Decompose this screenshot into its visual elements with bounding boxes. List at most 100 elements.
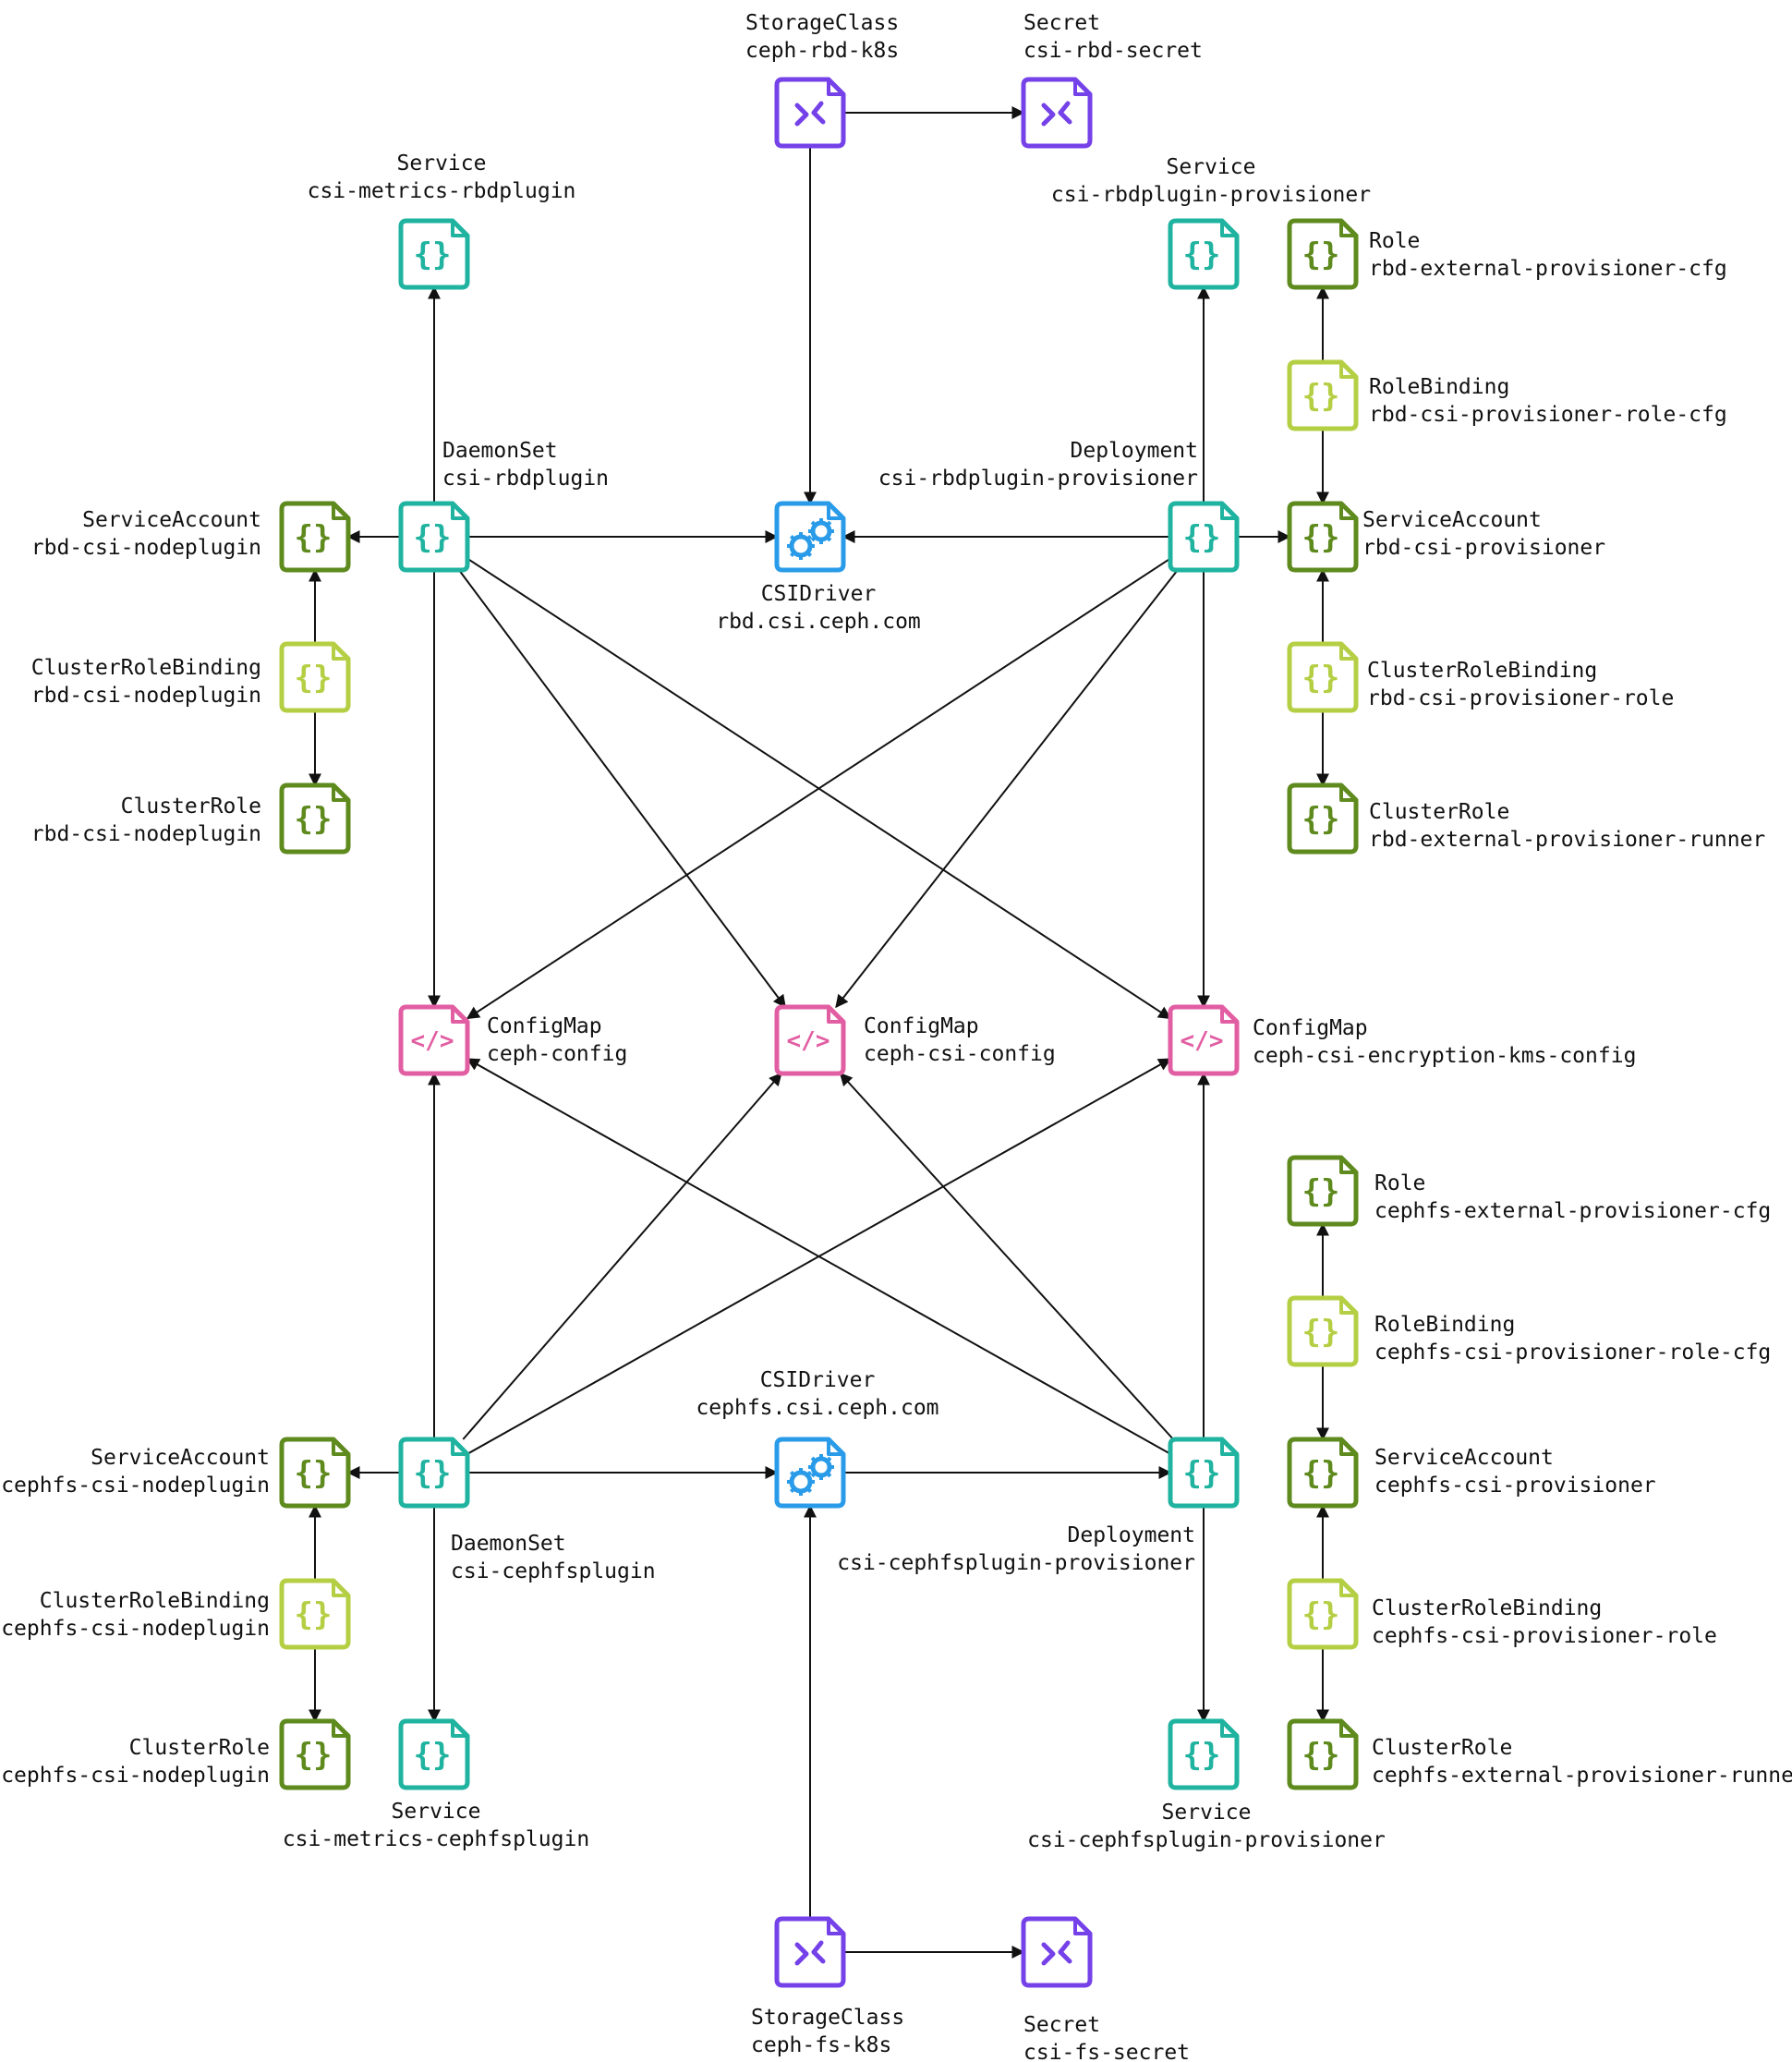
fold-corner [827,79,843,96]
node-name-label: csi-fs-secret [1023,2041,1190,2062]
glyph: {} [295,801,333,838]
gear-glyph [808,1454,834,1480]
node-name-label: rbd.csi.ceph.com [716,610,921,634]
code-icon [398,1004,470,1076]
clusterrole-icon [279,782,351,855]
glyph [1041,1940,1072,1966]
deployment-icon [1168,501,1240,573]
glyph: {} [295,1737,333,1774]
edge-ds_rbd-to-cm_csi [458,569,786,1009]
node-kind-label: Service [397,152,487,176]
node-kind-label: CSIDriver [761,582,877,606]
edge-ds_fs-to-cm_csi [462,1072,782,1440]
gear-glyph [808,518,834,544]
node-name-label: ceph-fs-k8s [751,2033,891,2057]
fold-corner [451,1721,467,1738]
edge-dep_fs-to-cm_csi [839,1072,1174,1440]
clusterrole-icon [279,1718,351,1790]
node-crb_fs_prov[interactable]: {}ClusterRoleBindingcephfs-csi-provision… [1287,1578,1717,1650]
fold-corner [332,1439,348,1456]
serviceaccount-icon [1287,1437,1359,1509]
glyph: {} [1302,1737,1340,1774]
glyph: {} [414,1455,452,1492]
fold-corner [1339,1439,1356,1456]
glyph: {} [1183,237,1221,273]
glyph: {} [1302,801,1340,838]
node-cr_rbd_node[interactable]: {} ClusterRole rbd-csi-nodeplugin [31,782,351,855]
node-rb_rbd[interactable]: {}RoleBindingrbd-csi-provisioner-role-cf… [1287,359,1727,431]
fold-corner [1339,1721,1356,1738]
glyph: </> [787,1027,830,1055]
fold-corner [451,503,467,520]
node-name-label: cephfs-csi-provisioner [1374,1474,1656,1498]
node-crb_rbd_prov[interactable]: {}ClusterRoleBindingrbd-csi-provisioner-… [1287,641,1674,713]
serviceaccount-icon [1287,501,1359,573]
fold-corner [1339,644,1356,661]
node-kind-label: ClusterRoleBinding [1372,1596,1602,1620]
node-name-label: rbd-csi-nodeplugin [31,536,261,560]
glyph [794,101,826,127]
node-kind-label: RoleBinding [1374,1313,1515,1337]
node-name-label: ceph-config [487,1042,627,1066]
glyph: {} [1302,660,1340,697]
node-kind-label: ClusterRoleBinding [40,1589,270,1613]
node-cr_fs_prov[interactable]: {}ClusterRolecephfs-external-provisioner… [1287,1718,1792,1790]
node-cm_kms[interactable]: </>ConfigMapceph-csi-encryption-kms-conf… [1168,1004,1636,1076]
edge-layer [309,106,1329,1959]
node-kind-label: DaemonSet [442,439,558,463]
node-name-label: rbd-csi-provisioner-role [1367,686,1674,710]
node-name-label: rbd-csi-nodeplugin [31,822,261,846]
node-cr_rbd_prov[interactable]: {}ClusterRolerbd-external-provisioner-ru… [1287,782,1765,855]
glyph: {} [295,1455,333,1492]
daemonset-icon [398,501,470,573]
node-name-label: csi-rbdplugin-provisioner [878,467,1198,491]
fold-corner [1339,1158,1356,1174]
clusterrolebinding-icon [279,1578,351,1650]
rolebinding-icon [1287,359,1359,431]
fold-corner [451,1439,467,1456]
node-rb_fs[interactable]: {}RoleBindingcephfs-csi-provisioner-role… [1287,1295,1771,1367]
node-kind-label: ClusterRole [121,794,261,819]
node-name-label: csi-cephfsplugin [451,1559,656,1583]
node-name-label: csi-rbdplugin-provisioner [1051,183,1371,207]
node-csidriver_rbd[interactable]: CSIDriver rbd.csi.ceph.com [716,501,921,634]
fold-corner [1220,503,1237,520]
node-kind-label: ServiceAccount [82,508,261,532]
node-name-label: ceph-rbd-k8s [745,39,899,63]
glyph: {} [295,660,333,697]
node-name-label: rbd-external-provisioner-runner [1369,828,1765,852]
node-kind-label: ServiceAccount [1362,508,1542,532]
fold-corner [827,1919,843,1935]
glyph [794,1940,826,1966]
node-crb_fs_node[interactable]: {}ClusterRoleBindingcephfs-csi-nodeplugi… [1,1578,351,1650]
node-kind-label: ServiceAccount [1374,1446,1554,1470]
edge-dep_rbd-to-cm_ceph [466,557,1171,1020]
node-kind-label: RoleBinding [1369,375,1509,399]
glyph: {} [1183,519,1221,556]
clusterrole-icon [1287,782,1359,855]
